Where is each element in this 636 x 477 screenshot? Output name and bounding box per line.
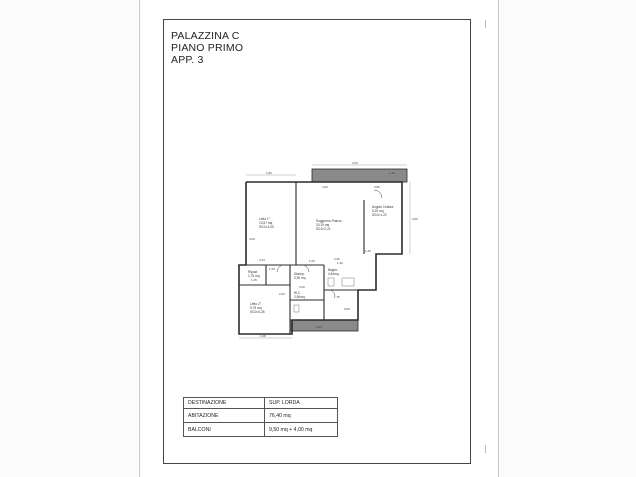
table-row: BALCONI 9,50 mq + 4,00 mq [183, 422, 338, 437]
room-ratio-soggiorno: S/10=2,21 [316, 227, 331, 231]
area-summary-table: DESTINAZIONE SUP. LORDA ABITAZIONE 76,40… [183, 397, 338, 437]
balcony-bottom [289, 319, 359, 332]
dimension-label: 3,80 [374, 185, 380, 189]
dimension-label: 4,20 [322, 185, 328, 189]
room-area-angolo-cottura: 6,20 mq [372, 209, 384, 213]
dimension-label: 3,48 [260, 334, 266, 338]
room-area-bagno: 4,44mq [328, 272, 339, 276]
dimension-label: 3,36 [266, 171, 272, 175]
drawing-frame: PALAZZINA C PIANO PRIMO APP. 3 [163, 19, 471, 464]
scan-mark [485, 20, 486, 28]
dimension-label: 1,40 [389, 171, 395, 175]
bathtub-fixture [341, 277, 355, 287]
bath-fixture [327, 277, 335, 287]
apartment-title: APP. 3 [171, 54, 204, 66]
dimension-label: 1,75 [334, 295, 340, 299]
table-row: ABITAZIONE 76,40 mq [183, 408, 338, 423]
room-name-wc: W.C. [294, 291, 301, 295]
scan-mark [485, 445, 486, 453]
dimension-label: 1,45 [251, 278, 257, 282]
room-area-soggiorno: 20,15 mq [316, 223, 330, 227]
room-name-ripost: Ripost. [248, 270, 258, 274]
table-header-row: DESTINAZIONE SUP. LORDA [183, 397, 338, 409]
dimension-label: 2,60 [334, 257, 340, 261]
room-area-letto1: 13,57 mq [259, 221, 273, 225]
row-value-abitazione: 76,40 mq [264, 408, 338, 423]
title-block: PALAZZINA C PIANO PRIMO APP. 3 [171, 30, 243, 66]
room-area-ripost: 1,75 mq [248, 274, 260, 278]
room-area-letto2: 9,75 mq [250, 306, 262, 310]
floor-plan-drawing: Letto 1° 13,57 mq S/10=4,00 Soggiorno-Pr… [238, 161, 418, 339]
row-label-abitazione: ABITAZIONE [183, 408, 265, 423]
dimension-label: 3,00 [412, 217, 418, 221]
room-ratio-angolo-cottura: S/10=1,22 [372, 213, 387, 217]
dimension-label: 1,00 [309, 259, 315, 263]
room-area-disimp: 3,90 mq [294, 276, 306, 280]
floor-title: PIANO PRIMO [171, 42, 244, 54]
dimension-label: 3,60 [352, 161, 358, 165]
row-value-balconi: 9,50 mq + 4,00 mq [264, 422, 338, 437]
header-sup-lorda: SUP. LORDA [264, 397, 338, 409]
room-name-disimp: Disimp. [294, 272, 305, 276]
dimension-label: 2,00 [299, 285, 305, 289]
room-area-wc: 2,90mq [294, 295, 305, 299]
row-label-balconi: BALCONI [183, 422, 265, 437]
building-title: PALAZZINA C [171, 30, 240, 42]
room-ratio-letto2: S/10=0,26 [250, 310, 265, 314]
room-ratio-letto1: S/10=4,00 [259, 225, 274, 229]
door-arc [276, 264, 285, 273]
dimension-label: 1,30 [337, 261, 343, 265]
door-arc [328, 289, 336, 297]
floor-plan: Letto 1° 13,57 mq S/10=4,00 Soggiorno-Pr… [224, 160, 424, 340]
outer-wall [238, 181, 403, 335]
door-arc [373, 189, 383, 199]
room-name-letto2: Letto 2° [250, 302, 262, 306]
dimension-label: 4,00 [249, 237, 255, 241]
door-arc [301, 264, 310, 273]
dimension-label: 2,00 [279, 292, 285, 296]
room-name-bagno: Bagno [328, 268, 337, 272]
dimension-label: 6,00 [316, 325, 322, 329]
room-name-soggiorno: Soggiorno-Pranzo [316, 219, 342, 223]
header-destinazione: DESTINAZIONE [183, 397, 265, 409]
wc-fixture [293, 304, 300, 313]
dimension-label: 1,50 [269, 267, 275, 271]
dimension-label: 1,20 [365, 249, 371, 253]
dimension-label: 3,50 [344, 307, 350, 311]
dimension-label: 3,24 [259, 258, 265, 262]
room-name-letto1: Letto 1° [259, 217, 271, 221]
room-name-angolo-cottura: Angolo Cottura [372, 205, 393, 209]
